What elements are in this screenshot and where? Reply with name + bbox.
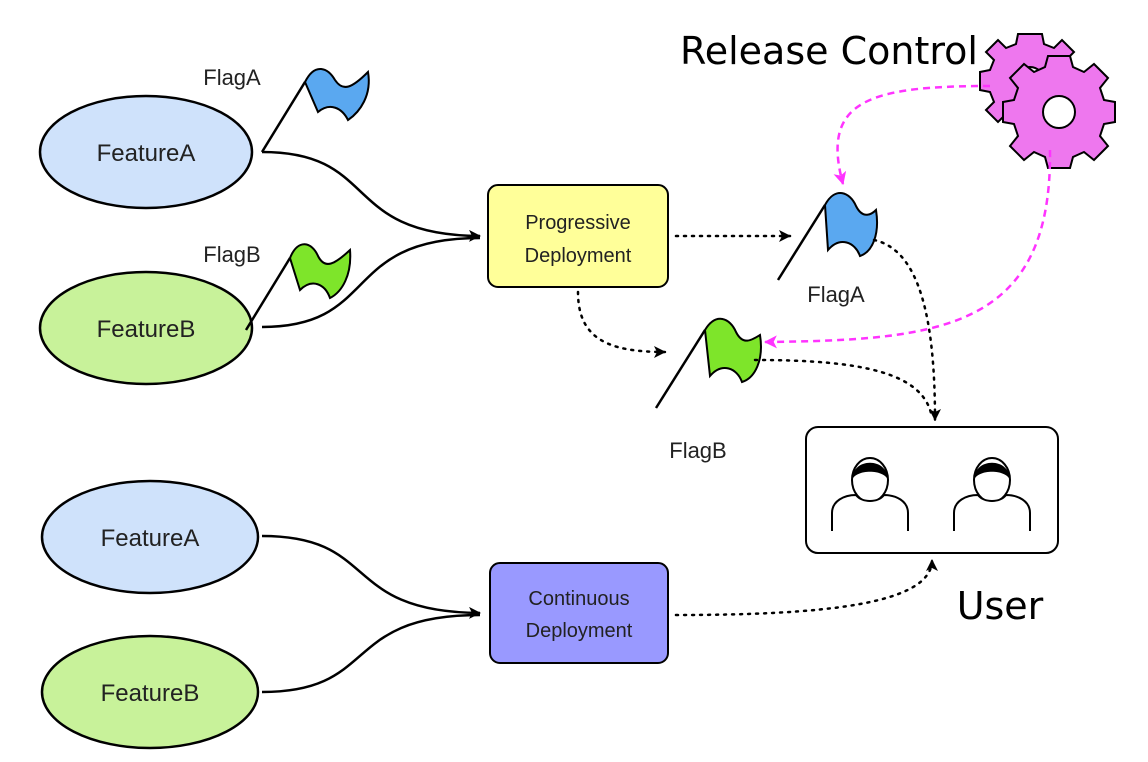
flag-icon: [654, 318, 762, 409]
progressive-line1: Progressive: [525, 212, 631, 234]
flag-a-label-top: FlagA: [203, 65, 261, 90]
gear-icon: [979, 33, 1116, 169]
progressive-deployment-node: Progressive Deployment: [487, 184, 669, 288]
release-control-to-flaga: [833, 84, 991, 186]
dotted-flaga-to-user: [872, 238, 941, 422]
feature-a-node-bottom: FeatureA: [40, 479, 260, 595]
user-box: [805, 426, 1059, 554]
feature-a-label: FeatureA: [97, 140, 196, 167]
connector-featurea-progressive: [261, 150, 481, 242]
feature-a-node-top: FeatureA: [38, 94, 254, 210]
flag-icon: [776, 192, 878, 281]
progressive-line2: Deployment: [525, 245, 632, 267]
feature-b-node-top: FeatureB: [38, 270, 254, 386]
dotted-flagb-to-user: [753, 358, 934, 420]
flag-b-label-middle: FlagB: [669, 438, 726, 463]
feature-b-label: FeatureB: [97, 316, 196, 343]
continuous-deployment-node: Continuous Deployment: [489, 562, 669, 664]
person-icon: [953, 457, 1031, 531]
flag-b-label-top: FlagB: [203, 242, 260, 267]
connector-featureb-progressive: [261, 236, 481, 329]
release-control-title: Release Control: [680, 29, 978, 73]
flag-a-label-middle: FlagA: [807, 282, 865, 307]
connector-featureb-continuous: [261, 613, 481, 694]
release-control-to-flagb: [763, 149, 1052, 349]
connector-featurea-continuous: [261, 534, 481, 619]
feature-a-label: FeatureA: [101, 525, 200, 552]
continuous-line2: Deployment: [526, 620, 633, 642]
dotted-progressive-to-flagb: [576, 290, 667, 358]
person-icon: [831, 457, 909, 531]
continuous-line1: Continuous: [528, 588, 629, 610]
user-label: User: [957, 584, 1044, 628]
dotted-continuous-to-user: [674, 558, 938, 617]
feature-b-node-bottom: FeatureB: [40, 634, 260, 750]
feature-b-label: FeatureB: [101, 680, 200, 707]
flag-icon: [260, 68, 370, 153]
flag-icon: [244, 243, 352, 331]
